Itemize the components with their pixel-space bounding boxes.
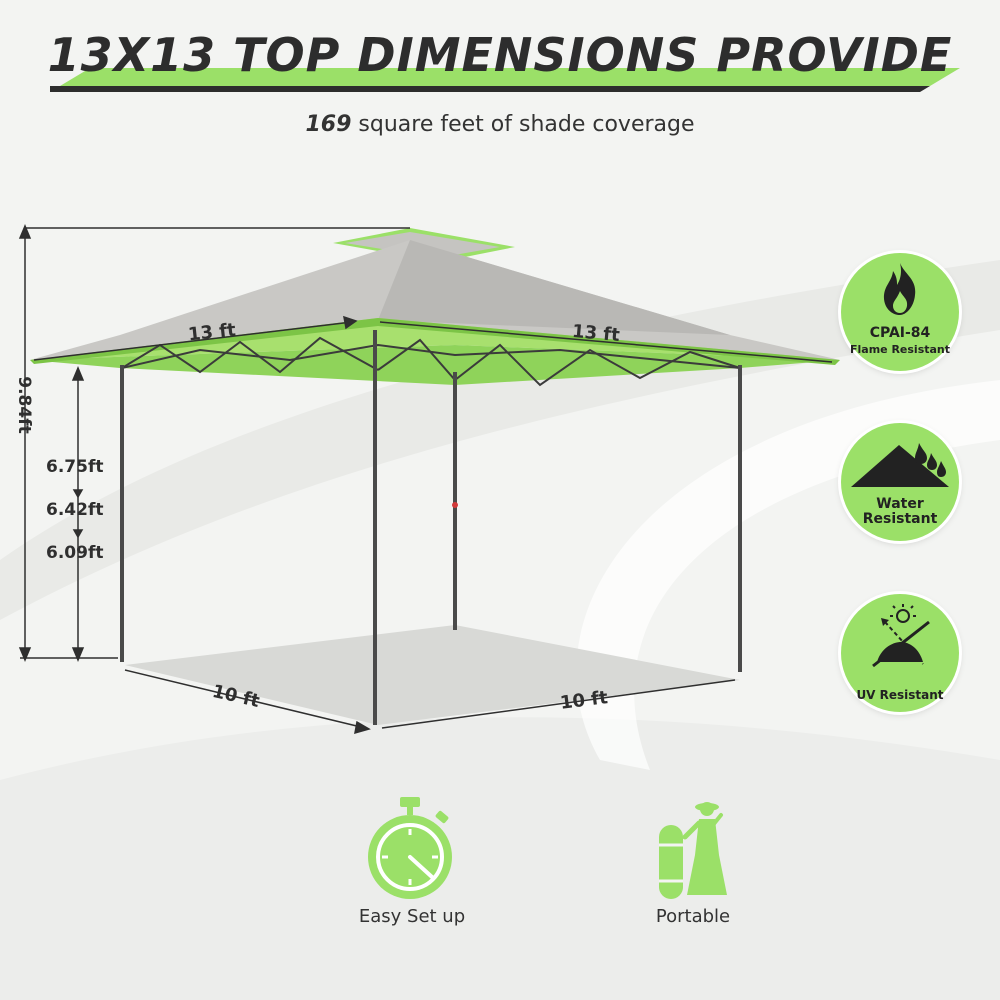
flame-badge-line2: Flame Resistant (849, 343, 951, 356)
flame-resistant-badge (841, 253, 959, 371)
person-carrying-bag-icon (659, 802, 727, 899)
uv-sun-icon (872, 604, 930, 668)
coverage-text: square feet of shade coverage (358, 112, 695, 137)
water-badge-line2: Resistant (862, 511, 938, 527)
height-label-low: 6.09ft (46, 543, 104, 563)
top-width-right-label: 13 ft (571, 320, 621, 347)
total-height-label: 9.84ft (14, 376, 34, 434)
height-label-mid: 6.42ft (46, 500, 104, 520)
feature-label-easy-setup: Easy Set up (358, 906, 466, 927)
ground-shadow (125, 625, 740, 725)
stopwatch-icon (368, 797, 452, 899)
water-badge-line1: Water (876, 496, 924, 512)
page-title: 13X13 TOP DIMENSIONS PROVIDE (47, 28, 953, 82)
uv-badge-label: UV Resistant (856, 688, 944, 702)
canopy-legs (120, 330, 742, 725)
flame-icon (883, 263, 916, 315)
flame-badge-line1: CPAI-84 (869, 325, 931, 341)
height-label-high: 6.75ft (46, 457, 104, 477)
page-subtitle: 169 square feet of shade coverage (0, 112, 1000, 137)
water-resistant-badge (841, 423, 959, 541)
coverage-number: 169 (305, 112, 352, 137)
feature-label-portable: Portable (655, 906, 731, 927)
uv-resistant-badge (841, 594, 959, 712)
water-drop-icon (851, 443, 949, 487)
canopy-valance (30, 318, 840, 360)
title-underline-stripe (50, 68, 960, 92)
dimension-lines (18, 224, 833, 735)
